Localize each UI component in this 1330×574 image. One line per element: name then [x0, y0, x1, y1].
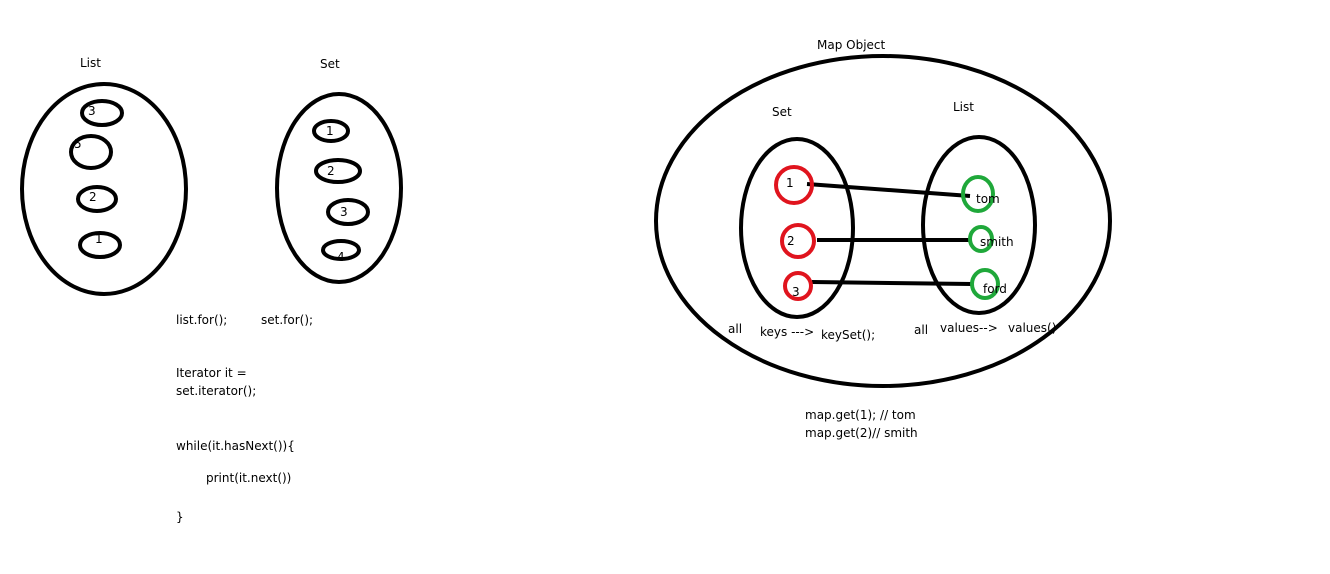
set-item-label: 2 — [327, 164, 335, 178]
list-item-label: 5 — [74, 137, 82, 151]
values-list-ellipse — [921, 135, 1037, 315]
value-label: ford — [983, 282, 1007, 296]
key-label: 1 — [786, 176, 794, 190]
set-item-label: 3 — [340, 205, 348, 219]
keys-caption-arrow: keys ---> — [760, 325, 814, 339]
map-example-line1: map.get(1); // tom — [805, 408, 916, 422]
keys-caption-all: all — [728, 322, 742, 336]
values-caption-all: all — [914, 323, 928, 337]
keys-set-ellipse — [739, 137, 855, 319]
map-keys-label: Set — [772, 105, 792, 119]
set-outer-ellipse — [275, 92, 403, 284]
list-item-label: 2 — [89, 190, 97, 204]
list-item-label: 3 — [88, 104, 96, 118]
code-while-open: while(it.hasNext()){ — [176, 439, 295, 453]
set-title: Set — [320, 57, 340, 71]
list-diagram: List 3 5 2 1 — [20, 56, 188, 296]
code-iterator-call: set.iterator(); — [176, 384, 257, 398]
code-list-for: list.for(); — [176, 313, 228, 327]
map-values-label: List — [953, 100, 974, 114]
list-item-label: 1 — [95, 232, 103, 246]
key-circle — [774, 165, 814, 205]
list-item-circle — [80, 99, 124, 127]
code-iterator-decl: Iterator it = — [176, 366, 247, 380]
set-item-circle — [312, 119, 350, 143]
key-circle — [780, 223, 816, 259]
entry-connector — [811, 280, 973, 286]
code-set-for: set.for(); — [261, 313, 314, 327]
map-example-line2: map.get(2)// smith — [805, 426, 918, 440]
list-item-circle — [76, 185, 118, 213]
entry-connector — [806, 182, 971, 198]
values-caption-arrow: values--> — [940, 321, 998, 335]
code-while-close: } — [176, 510, 184, 524]
value-label: tom — [976, 192, 1000, 206]
set-item-label: 1 — [326, 124, 334, 138]
key-label: 3 — [792, 285, 800, 299]
value-circle — [961, 175, 995, 213]
key-circle — [783, 271, 813, 301]
list-title: List — [80, 56, 101, 70]
value-circle — [968, 225, 994, 253]
set-item-circle — [314, 158, 362, 184]
value-circle — [970, 268, 1000, 300]
list-outer-ellipse — [20, 82, 188, 296]
set-diagram: Set 1 2 3 4 — [275, 57, 403, 284]
map-outer-ellipse — [654, 54, 1112, 388]
list-item-circle — [69, 134, 113, 170]
key-label: 2 — [787, 234, 795, 248]
keys-caption-method: keySet(); — [821, 328, 875, 342]
list-item-circle — [78, 231, 122, 259]
set-item-circle — [326, 198, 370, 226]
set-item-circle — [321, 239, 361, 261]
set-item-label: 4 — [337, 250, 345, 264]
map-title: Map Object — [817, 38, 886, 52]
map-diagram: Map Object Set List 1 2 3 tom smith ford… — [654, 38, 1112, 388]
value-label: smith — [980, 235, 1014, 249]
values-caption-method: values() — [1008, 321, 1056, 335]
code-print-next: print(it.next()) — [206, 471, 292, 485]
